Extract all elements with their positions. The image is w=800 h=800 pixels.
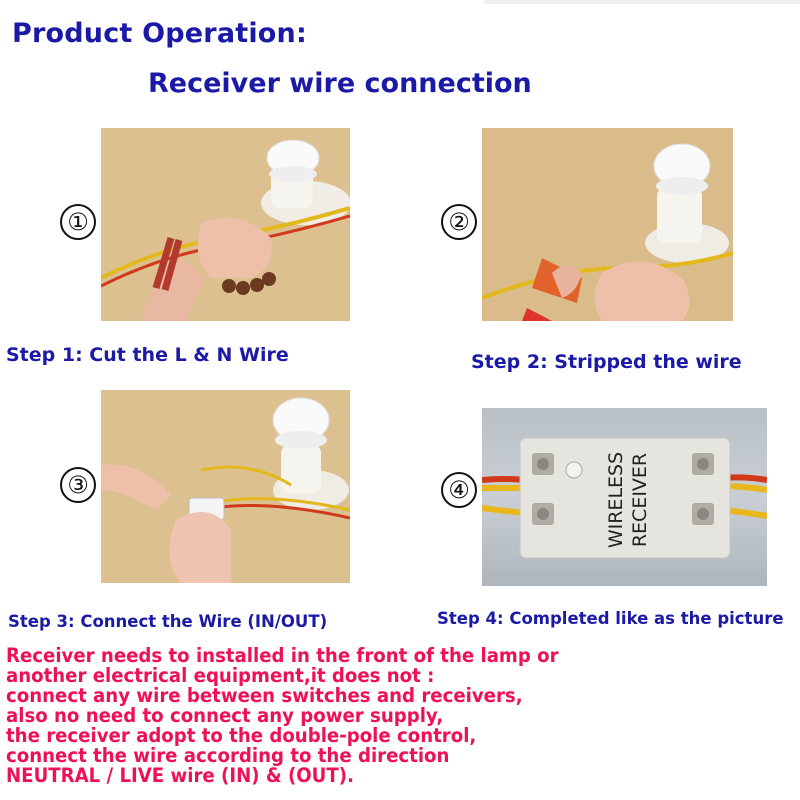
step-3-label: Step 3: Connect the Wire (IN/OUT): [8, 612, 328, 631]
step-4-number: ④: [441, 472, 477, 508]
page-subtitle: Receiver wire connection: [148, 68, 532, 99]
note-line: connect the wire according to the direct…: [6, 744, 450, 767]
note-line: Receiver needs to installed in the front…: [6, 644, 559, 667]
installation-notes: Receiver needs to installed in the front…: [6, 646, 796, 786]
step-3-illustration: [101, 390, 350, 583]
step-4-label: Step 4: Completed like as the picture: [437, 609, 784, 628]
top-edge-strip: [484, 0, 800, 4]
note-line: connect any wire between switches and re…: [6, 684, 523, 707]
step-2-illustration: [482, 128, 733, 321]
page-title: Product Operation:: [12, 18, 307, 49]
note-line: another electrical equipment,it does not…: [6, 664, 435, 687]
step-3-number: ③: [60, 467, 96, 503]
step-1-illustration: [101, 128, 350, 321]
step-4-photo: WIRELESS RECEIVER: [482, 408, 767, 586]
note-line: also no need to connect any power supply…: [6, 704, 444, 727]
step-2-photo: [482, 128, 733, 321]
step-3-photo: [101, 390, 350, 583]
note-line: NEUTRAL / LIVE wire (IN) & (OUT).: [6, 764, 354, 787]
step-2-number: ②: [441, 204, 477, 240]
receiver-label-line1: WIRELESS: [605, 452, 627, 548]
note-line: the receiver adopt to the double-pole co…: [6, 724, 477, 747]
step-4-illustration: WIRELESS RECEIVER: [482, 437, 767, 559]
step-2-label: Step 2: Stripped the wire: [471, 351, 742, 373]
step-1-label: Step 1: Cut the L & N Wire: [6, 344, 289, 366]
step-1-photo: [101, 128, 350, 321]
step-1-number: ①: [60, 204, 96, 240]
receiver-label-line2: RECEIVER: [629, 453, 651, 547]
